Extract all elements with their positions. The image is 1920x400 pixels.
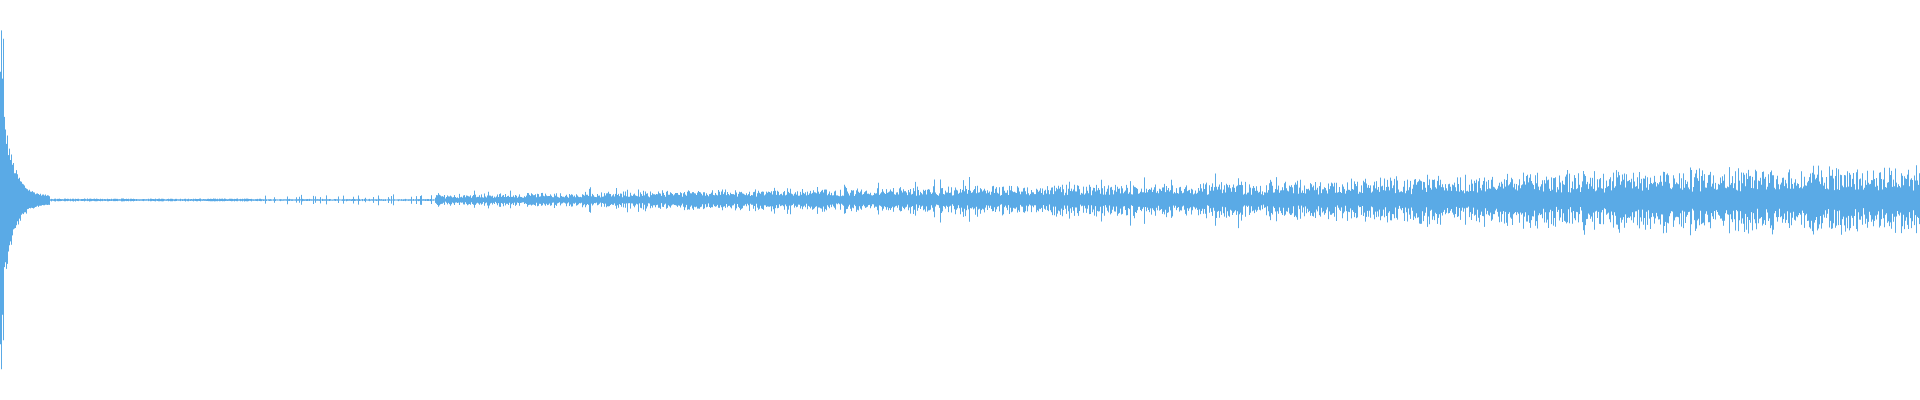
waveform-trace <box>0 30 1920 370</box>
